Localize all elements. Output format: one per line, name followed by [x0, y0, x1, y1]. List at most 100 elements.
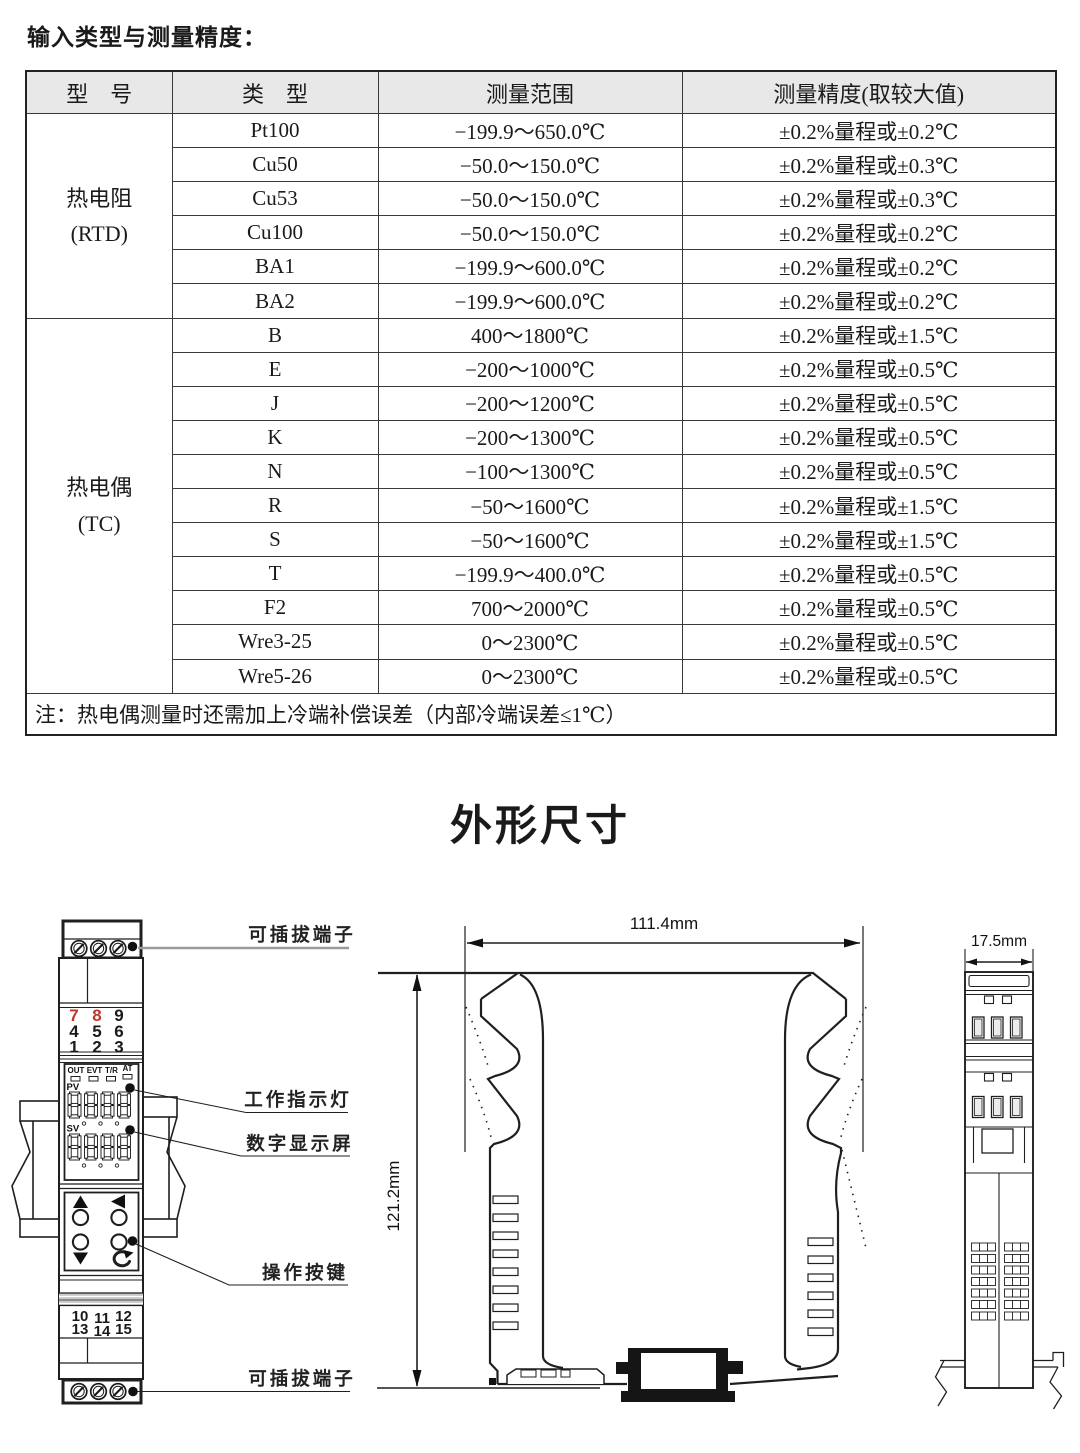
- label-bottom-terminal: 可插拔端子: [248, 1368, 356, 1389]
- din-rail-right: [142, 1096, 186, 1238]
- label-display: 数字显示屏: [246, 1133, 354, 1154]
- table-cell: J: [171, 385, 379, 421]
- leader-dot: [125, 1125, 135, 1135]
- table-cell: B: [171, 317, 379, 353]
- table-row: Cu50−50.0～150.0℃±0.2%量程或±0.3℃: [26, 147, 1057, 183]
- din-rail-left: [11, 1100, 60, 1238]
- side-view-drawing: 111.4mm 121.2mm: [377, 914, 868, 1402]
- table-row: Cu100−50.0～150.0℃±0.2%量程或±0.2℃: [26, 215, 1057, 251]
- table-cell: 400～1800℃: [377, 317, 683, 353]
- din-rail-clamp: [616, 1348, 743, 1402]
- table-cell: 700～2000℃: [377, 590, 683, 626]
- led-label-out: OUT: [68, 1066, 85, 1075]
- din-rail-narrow: [934, 1351, 1065, 1410]
- leader-dot: [125, 1083, 135, 1093]
- top-terminal-block: [61, 919, 143, 960]
- table-cell: BA1: [171, 249, 379, 285]
- vent-grid: [971, 1242, 1029, 1321]
- terminal-number: 13: [72, 1321, 89, 1338]
- table-cell: ±0.2%量程或±0.5℃: [681, 624, 1057, 660]
- table-cell: ±0.2%量程或±0.5℃: [681, 351, 1057, 387]
- terminal-number: 4: [69, 1022, 79, 1041]
- terminal-number-grid-top: 7 8 9 4 5 6 1 2 3: [69, 1006, 123, 1057]
- column-header: 测量范围: [377, 70, 683, 114]
- table-cell: F2: [171, 590, 379, 626]
- table-row: S−50～1600℃±0.2%量程或±1.5℃: [26, 522, 1057, 558]
- terminal-number-grid-bottom: 10 11 12 13 14 15: [72, 1308, 132, 1340]
- pv-label: PV: [67, 1082, 80, 1093]
- terminal-number: 7: [69, 1006, 78, 1025]
- table-cell: −199.9～600.0℃: [377, 283, 683, 319]
- table-cell: 0～2300℃: [377, 658, 683, 694]
- terminal-number: 9: [114, 1006, 123, 1025]
- led-label-evt: EVT: [87, 1066, 103, 1075]
- leader-lines: [134, 946, 350, 1393]
- leader-display: [134, 1131, 350, 1157]
- table-cell: BA2: [171, 283, 379, 319]
- depth-dimension-value: 17.5mm: [971, 933, 1027, 950]
- terminal-number: 10: [72, 1308, 89, 1325]
- vent-slots-right: [807, 1237, 834, 1337]
- width-dimension: 111.4mm: [464, 914, 864, 1152]
- table-cell: ±0.2%量程或±0.2℃: [681, 283, 1057, 319]
- dimension-drawings: 7 8 9 4 5 6 1 2 3 OUT EVT T/R AT: [0, 900, 1080, 1453]
- table-cell: Wre5-26: [171, 658, 379, 694]
- table-row: R−50～1600℃±0.2%量程或±1.5℃: [26, 488, 1057, 524]
- terminal-number: 2: [92, 1038, 101, 1057]
- table-row: BA2−199.9～600.0℃±0.2%量程或±0.2℃: [26, 283, 1057, 319]
- table-header-row: 型 号类 型测量范围测量精度(取较大值): [25, 70, 1057, 114]
- table-cell: ±0.2%量程或±0.2℃: [681, 112, 1057, 149]
- front-view-drawing: 7 8 9 4 5 6 1 2 3 OUT EVT T/R AT: [11, 919, 356, 1405]
- table-cell: −200～1000℃: [377, 351, 683, 387]
- narrow-view-drawing: 17.5mm: [934, 933, 1065, 1410]
- table-cell: Wre3-25: [171, 624, 379, 660]
- table-cell: −199.9～400.0℃: [377, 556, 683, 592]
- column-header: 测量精度(取较大值): [681, 70, 1057, 114]
- terminal-number: 11: [94, 1310, 110, 1327]
- led-label-at: AT: [122, 1064, 132, 1073]
- table-cell: K: [171, 419, 379, 455]
- terminal-number: 5: [92, 1022, 101, 1041]
- table-cell: ±0.2%量程或±0.5℃: [681, 385, 1057, 421]
- table-cell: T: [171, 556, 379, 592]
- table-cell: ±0.2%量程或±1.5℃: [681, 522, 1057, 558]
- table-cell: −199.9～600.0℃: [377, 249, 683, 285]
- status-led-row: [70, 1074, 133, 1082]
- table-cell: 0～2300℃: [377, 624, 683, 660]
- table-cell: Cu50: [171, 147, 379, 183]
- terminal-number: 3: [114, 1038, 123, 1057]
- table-cell: ±0.2%量程或±0.5℃: [681, 658, 1057, 694]
- table-cell: E: [171, 351, 379, 387]
- table-row: 热电阻(RTD)Pt100−199.9～650.0℃±0.2%量程或±0.2℃: [25, 112, 1057, 319]
- table-row: Cu53−50.0～150.0℃±0.2%量程或±0.3℃: [26, 181, 1057, 217]
- table-cell: ±0.2%量程或±0.5℃: [681, 556, 1057, 592]
- left-arrow-icon: [111, 1194, 125, 1209]
- table-row: K−200～1300℃±0.2%量程或±0.5℃: [26, 419, 1057, 455]
- table-note: 注：热电偶测量时还需加上冷端补偿误差（内部冷端误差≤1℃）: [25, 692, 1057, 736]
- label-buttons: 操作按键: [262, 1262, 348, 1283]
- table-cell: −50～1600℃: [377, 488, 683, 524]
- table-cell: ±0.2%量程或±0.3℃: [681, 147, 1057, 183]
- table-cell: −50.0～150.0℃: [377, 181, 683, 217]
- table-row: J−200～1200℃±0.2%量程或±0.5℃: [26, 385, 1057, 421]
- sv-label: SV: [67, 1124, 80, 1135]
- down-button: [71, 1233, 90, 1251]
- label-top-terminal: 可插拔端子: [248, 924, 356, 945]
- page-title: 输入类型与测量精度：: [27, 24, 267, 50]
- leader-dot: [127, 1236, 138, 1246]
- height-dimension-value: 121.2mm: [384, 1161, 403, 1232]
- table-cell: Cu100: [171, 215, 379, 251]
- width-dimension-value: 111.4mm: [630, 914, 698, 933]
- leader-buttons: [135, 1243, 348, 1286]
- leader-dot: [128, 1386, 138, 1397]
- model-group-cell: 热电偶(TC): [25, 317, 173, 694]
- terminal-number: 14: [94, 1323, 111, 1340]
- up-arrow-icon: [73, 1195, 88, 1208]
- column-header: 型 号: [25, 70, 173, 114]
- table-cell: −200～1300℃: [377, 419, 683, 455]
- table-cell: −50.0～150.0℃: [377, 147, 683, 183]
